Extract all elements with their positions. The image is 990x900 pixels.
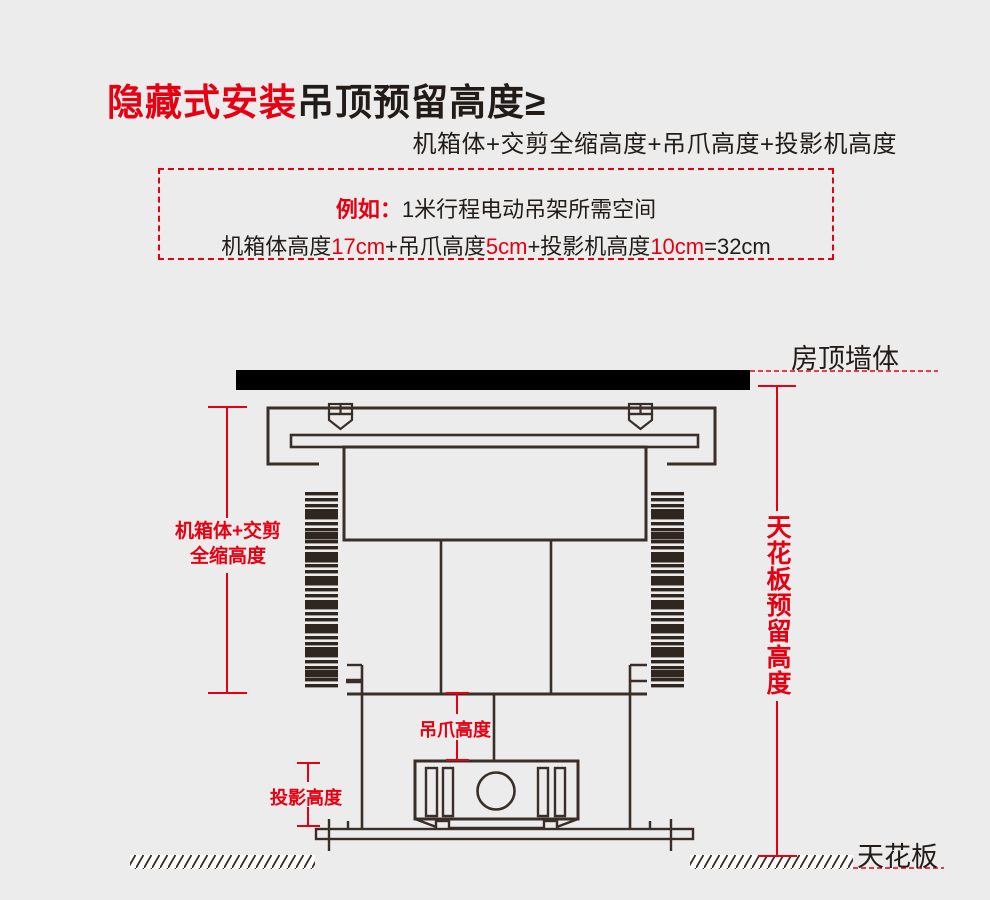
mount-plate — [289, 433, 700, 449]
mount-frame — [266, 406, 717, 466]
machine-box — [342, 445, 648, 542]
example-intro-line: 例如：1米行程电动吊架所需空间 — [160, 192, 832, 224]
housing-scissor-height-line1: 机箱体+交剪 — [174, 521, 282, 542]
formula-subtitle: 机箱体+交剪全缩高度+吊爪高度+投影机高度 — [412, 131, 897, 158]
side-rail-left — [346, 663, 364, 829]
housing-scissor-height-label: 机箱体+交剪 全缩高度 — [158, 519, 298, 569]
projection-height-label: 投影高度 — [270, 788, 342, 808]
hanger-bolt-right — [627, 402, 654, 431]
scissor-stack-left — [305, 492, 338, 688]
projector-vent — [424, 766, 439, 818]
formula-part-red: 10cm — [650, 234, 705, 259]
example-intro-label: 例如： — [335, 197, 402, 222]
ceiling-hatch-right — [690, 855, 853, 869]
housing-scissor-height-line2: 全缩高度 — [189, 546, 266, 567]
scissor-stack-right — [651, 492, 684, 688]
right-height-measure-line — [758, 385, 797, 857]
projection-height-measure-line — [297, 762, 320, 827]
title-dark-part: 吊顶预留高度≥ — [297, 82, 547, 123]
ceiling-board — [314, 827, 695, 841]
formula-part: =32cm — [704, 234, 771, 259]
example-intro-text: 1米行程电动吊架所需空间 — [401, 197, 657, 222]
ceiling-board-screws — [327, 819, 673, 851]
projector-lens — [476, 771, 516, 811]
projector — [413, 759, 580, 832]
projector-vent — [536, 766, 550, 818]
roof-slab-bar — [236, 370, 750, 390]
reserved-height-label: 天花板预留高度 — [763, 514, 791, 696]
roof-wall-label: 房顶墙体 — [791, 344, 899, 374]
claw-height-label: 吊爪高度 — [419, 720, 491, 740]
claw-height-measure-line — [446, 692, 469, 761]
example-box: 例如：1米行程电动吊架所需空间 机箱体高度17cm+吊爪高度5cm+投影机高度1… — [158, 168, 834, 260]
side-rail-right — [628, 663, 647, 829]
title-red-part: 隐藏式安装 — [107, 82, 297, 123]
projector-body — [413, 759, 580, 821]
formula-part-red: 17cm — [331, 234, 386, 259]
ceiling-hatch-left — [130, 855, 315, 869]
formula-part: +投影机高度 — [527, 234, 651, 259]
left-height-measure-line — [208, 406, 247, 694]
example-formula-line: 机箱体高度17cm+吊爪高度5cm+投影机高度10cm=32cm — [160, 229, 832, 261]
formula-part: +吊爪高度 — [385, 234, 486, 259]
ceiling-panel-label: 天花板 — [857, 842, 938, 872]
projector-vent — [441, 766, 455, 818]
page-title: 隐藏式安装吊顶预留高度≥ — [107, 72, 546, 126]
hanger-bolt-left — [327, 402, 354, 431]
projector-vent — [553, 766, 567, 818]
formula-part: 机箱体高度 — [221, 234, 332, 259]
formula-part-red: 5cm — [485, 234, 528, 259]
